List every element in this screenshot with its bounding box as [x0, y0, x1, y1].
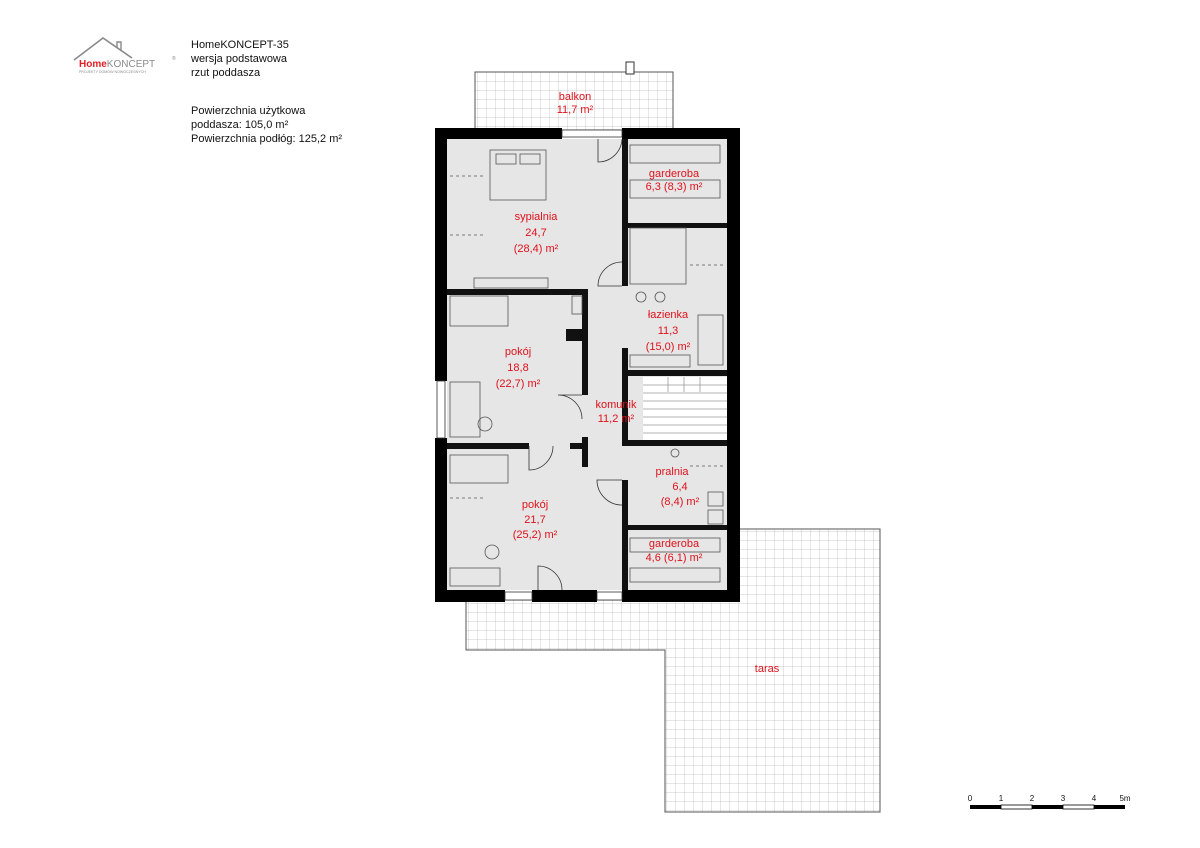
homekoncept-logo: HomeKONCEPT ® PROJEKTY DOMÓW NOWOCZESNYC… [73, 37, 176, 74]
label-pokoj-1-area: 18,8 [507, 362, 528, 374]
floor-area: Powierzchnia podłóg: 125,2 m² [191, 133, 343, 145]
label-pralnia-floor: (8,4) m² [661, 496, 700, 508]
scale-label-3: 3 [1061, 794, 1066, 803]
label-pokoj-2-name: pokój [522, 499, 548, 511]
stair-treads [643, 377, 727, 434]
stair-opening [643, 377, 727, 440]
label-sypialnia-name: sypialnia [515, 211, 559, 223]
label-komunikacja-area: 11,2 m² [598, 413, 635, 425]
project-header: HomeKONCEPT-35 wersja podstawowa rzut po… [191, 38, 289, 80]
label-balkon-name: balkon [559, 91, 591, 103]
logo-roof-icon [73, 37, 133, 61]
scale-bar: 0 1 2 3 4 5m [968, 794, 1131, 810]
label-sypialnia-floor: (28,4) m² [514, 243, 559, 255]
scale-label-5m: 5m [1119, 794, 1130, 803]
scale-label-0: 0 [968, 794, 973, 803]
windows [436, 129, 623, 601]
label-pralnia-area: 6,4 [672, 481, 687, 493]
scale-label-1: 1 [999, 794, 1004, 803]
scale-label-2: 2 [1030, 794, 1035, 803]
label-garderoba-bottom-area: 4,6 (6,1) m² [646, 552, 703, 564]
project-variant: wersja podstawowa [191, 53, 287, 65]
outer-walls [435, 128, 740, 602]
label-pokoj-2-area: 21,7 [524, 514, 545, 526]
label-pokoj-1-floor: (22,7) m² [496, 378, 541, 390]
logo-home-text: Home [79, 59, 107, 70]
label-pralnia-name: pralnia [655, 466, 689, 478]
logo-registered-mark: ® [172, 55, 176, 62]
furniture [449, 144, 724, 587]
label-garderoba-top-name: garderoba [649, 168, 700, 180]
label-taras: taras [755, 663, 780, 675]
label-sypialnia-area: 24,7 [525, 227, 546, 239]
label-garderoba-top-area: 6,3 (8,3) m² [646, 181, 703, 193]
interior-walls [447, 139, 727, 590]
scale-label-4: 4 [1092, 794, 1097, 803]
svg-text:HomeKONCEPT: HomeKONCEPT [79, 59, 155, 70]
label-balkon-area: 11,7 m² [557, 104, 594, 116]
chimney [625, 61, 635, 75]
label-pokoj-2-floor: (25,2) m² [513, 529, 558, 541]
label-komunikacja-name: komunik [596, 399, 637, 411]
doors [528, 138, 623, 591]
label-lazienka-area: 11,3 [658, 325, 679, 337]
label-pokoj-1-name: pokój [505, 346, 531, 358]
area-title: Powierzchnia użytkowa [191, 105, 306, 117]
label-garderoba-bottom-name: garderoba [649, 538, 700, 550]
label-lazienka-name: łazienka [648, 309, 689, 321]
area-summary: Powierzchnia użytkowa poddasza: 105,0 m²… [191, 104, 342, 146]
view-name: rzut poddasza [191, 67, 261, 79]
label-lazienka-floor: (15,0) m² [646, 341, 691, 353]
project-name: HomeKONCEPT-35 [191, 39, 289, 51]
logo-koncept-text: KONCEPT [107, 59, 155, 70]
logo-tagline: PROJEKTY DOMÓW NOWOCZESNYCH [79, 69, 146, 74]
usable-area: poddasza: 105,0 m² [191, 119, 289, 131]
logo-roof-chimney [116, 41, 122, 51]
